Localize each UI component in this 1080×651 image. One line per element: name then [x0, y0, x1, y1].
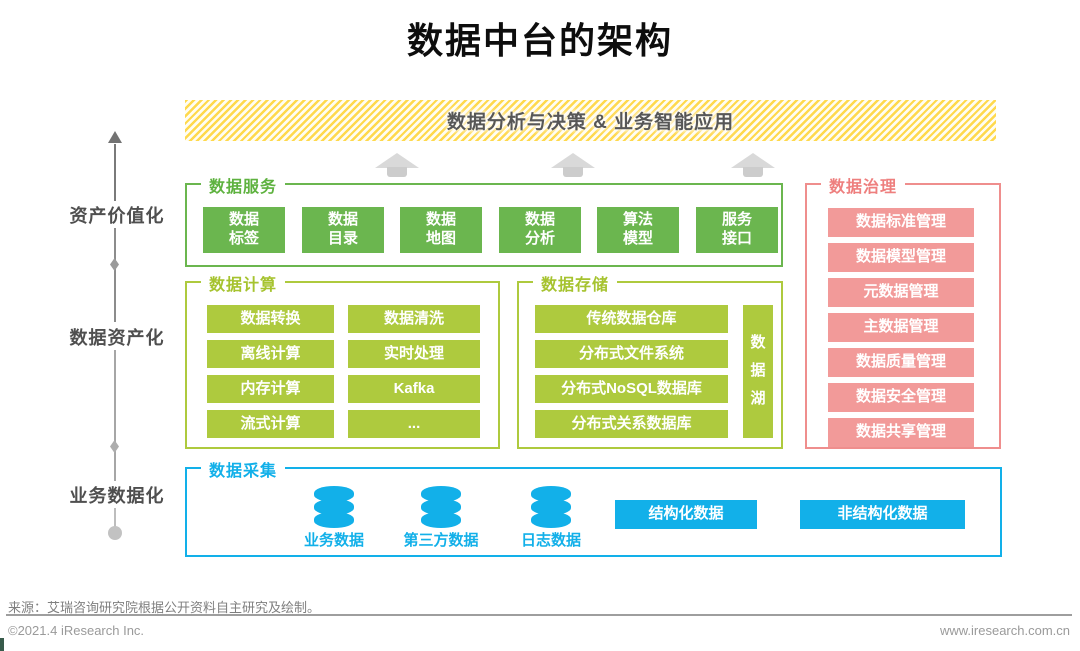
- source-note: 来源：艾瑞咨询研究院根据公开资料自主研究及绘制。: [8, 600, 321, 615]
- source-label-log-data: 日志数据: [520, 532, 581, 549]
- section-data-compute-title: 数据计算: [201, 271, 286, 295]
- website-url: www.iresearch.com.cn: [939, 623, 1070, 638]
- service-box: 数据地图: [400, 207, 482, 253]
- governance-box: 数据共享管理: [828, 418, 974, 447]
- governance-box: 数据安全管理: [828, 383, 974, 412]
- section-data-governance-title: 数据治理: [821, 173, 906, 197]
- source-label-thirdparty-data: 第三方数据: [403, 532, 479, 549]
- governance-box: 主数据管理: [828, 313, 974, 342]
- governance-box: 数据质量管理: [828, 348, 974, 377]
- database-icon: [421, 486, 461, 528]
- axis-end-dot-icon: [108, 526, 122, 540]
- copyright-text: ©2021.4 iResearch Inc.: [8, 623, 145, 638]
- axis-label-data-asset: 数据资产化: [55, 324, 179, 350]
- section-data-service-title: 数据服务: [201, 173, 286, 197]
- up-arrow-icon: [731, 153, 775, 177]
- storage-box: 分布式NoSQL数据库: [535, 375, 728, 403]
- source-label-business-data: 业务数据: [303, 532, 364, 549]
- compute-box: 离线计算: [207, 340, 334, 368]
- service-box: 数据分析: [499, 207, 581, 253]
- database-icon: [314, 486, 354, 528]
- data-lake-box: 数 据 湖: [743, 305, 773, 438]
- compute-box: ...: [348, 410, 480, 438]
- governance-box: 数据模型管理: [828, 243, 974, 272]
- compute-box: 流式计算: [207, 410, 334, 438]
- service-box: 数据标签: [203, 207, 285, 253]
- compute-box: Kafka: [348, 375, 480, 403]
- governance-box: 数据标准管理: [828, 208, 974, 237]
- axis-line-segment: [114, 508, 116, 528]
- section-data-collection-title: 数据采集: [201, 457, 286, 481]
- axis-node-icon: [110, 258, 119, 271]
- service-box: 算法模型: [597, 207, 679, 253]
- axis-label-asset-value: 资产价值化: [55, 202, 179, 228]
- footer-accent-bar: [0, 638, 4, 651]
- section-data-storage-title: 数据存储: [533, 271, 618, 295]
- up-arrow-icon: [551, 153, 595, 177]
- axis-node-icon: [110, 440, 119, 453]
- database-icon: [531, 486, 571, 528]
- storage-box: 传统数据仓库: [535, 305, 728, 333]
- compute-box: 数据转换: [207, 305, 334, 333]
- axis-line-segment: [114, 144, 116, 201]
- axis-line-segment: [114, 350, 116, 481]
- top-application-banner: 数据分析与决策 & 业务智能应用: [185, 100, 996, 141]
- axis-label-business-data: 业务数据化: [55, 482, 179, 508]
- service-box: 服务接口: [696, 207, 778, 253]
- banner-label: 数据分析与决策 & 业务智能应用: [446, 112, 735, 133]
- compute-box: 实时处理: [348, 340, 480, 368]
- compute-box: 数据清洗: [348, 305, 480, 333]
- compute-box: 内存计算: [207, 375, 334, 403]
- service-box: 数据目录: [302, 207, 384, 253]
- structured-data-box: 结构化数据: [615, 500, 757, 529]
- governance-box: 元数据管理: [828, 278, 974, 307]
- storage-box: 分布式文件系统: [535, 340, 728, 368]
- storage-box: 分布式关系数据库: [535, 410, 728, 438]
- axis-arrowhead-icon: [108, 131, 122, 143]
- up-arrow-icon: [375, 153, 419, 177]
- unstructured-data-box: 非结构化数据: [800, 500, 965, 529]
- page-title: 数据中台的架构: [406, 20, 673, 61]
- axis-line-segment: [114, 228, 116, 322]
- footer-divider: [6, 614, 1072, 616]
